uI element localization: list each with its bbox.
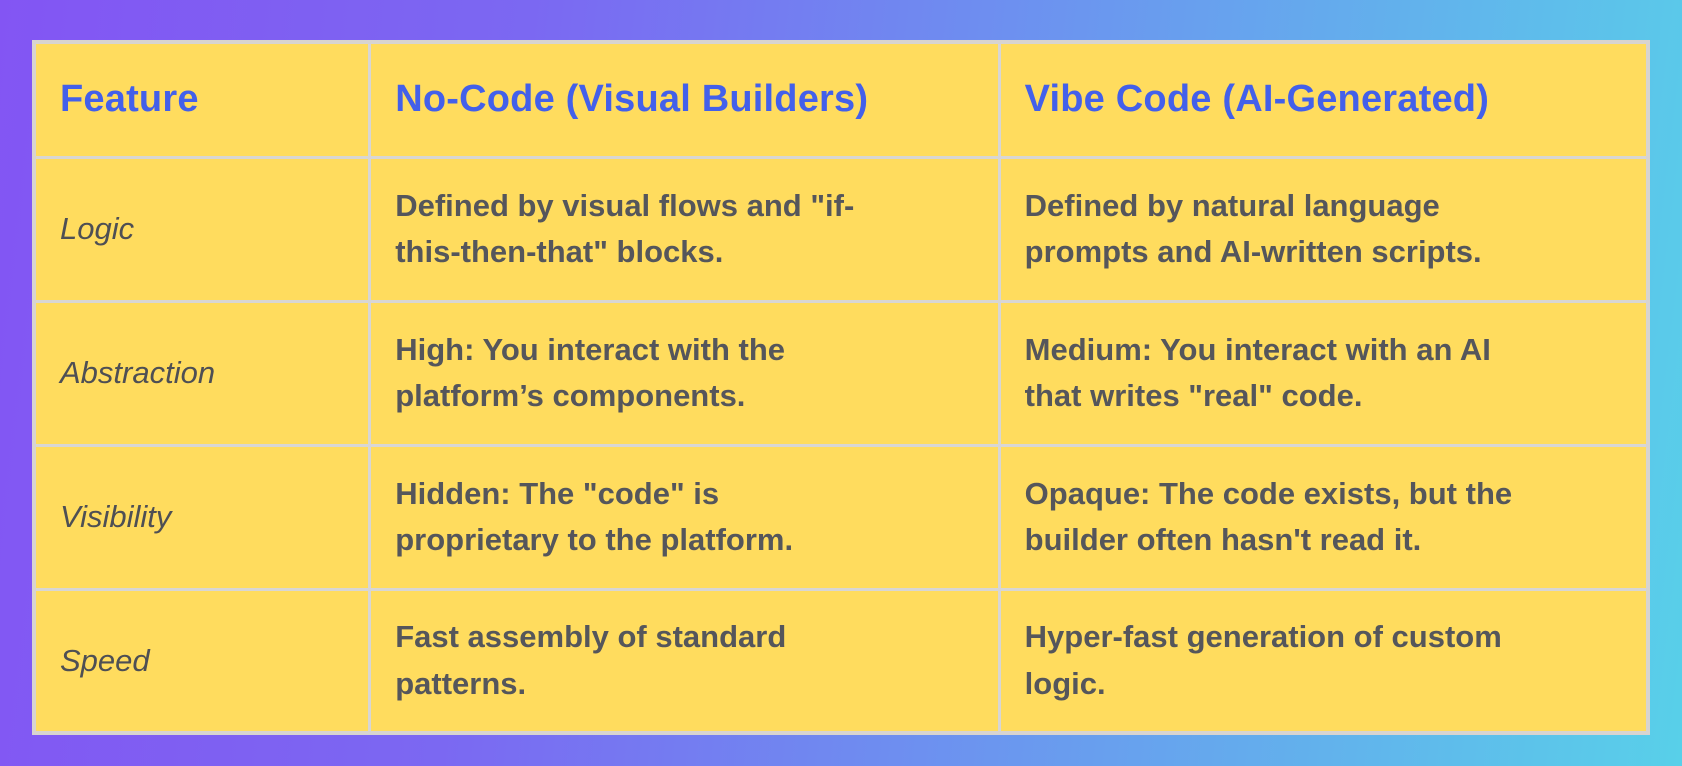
no-code-cell: High: You interact with the platform’s c… [368,299,1001,447]
feature-label: Abstraction [32,299,372,447]
vibe-code-cell: Hyper-fast generation of custom logic. [997,587,1650,735]
table-row-abstraction: Abstraction High: You interact with the … [32,299,1650,447]
comparison-table: Feature No-Code (Visual Builders) Vibe C… [32,40,1650,735]
table-row-speed: Speed Fast assembly of standard patterns… [32,587,1650,735]
column-header-feature: Feature [32,40,372,159]
column-header-no-code: No-Code (Visual Builders) [368,40,1001,159]
column-header-vibe-code: Vibe Code (AI-Generated) [997,40,1650,159]
no-code-cell: Hidden: The "code" is proprietary to the… [368,443,1001,591]
gradient-border-frame: Feature No-Code (Visual Builders) Vibe C… [32,40,1650,735]
vibe-code-cell: Defined by natural language prompts and … [997,155,1650,303]
header-row: Feature No-Code (Visual Builders) Vibe C… [32,40,1650,159]
feature-label: Visibility [32,443,372,591]
feature-label: Speed [32,587,372,735]
no-code-cell: Fast assembly of standard patterns. [368,587,1001,735]
table-row-logic: Logic Defined by visual flows and "if- t… [32,155,1650,303]
no-code-cell: Defined by visual flows and "if- this-th… [368,155,1001,303]
table-row-visibility: Visibility Hidden: The "code" is proprie… [32,443,1650,591]
vibe-code-cell: Opaque: The code exists, but the builder… [997,443,1650,591]
feature-label: Logic [32,155,372,303]
vibe-code-cell: Medium: You interact with an AI that wri… [997,299,1650,447]
